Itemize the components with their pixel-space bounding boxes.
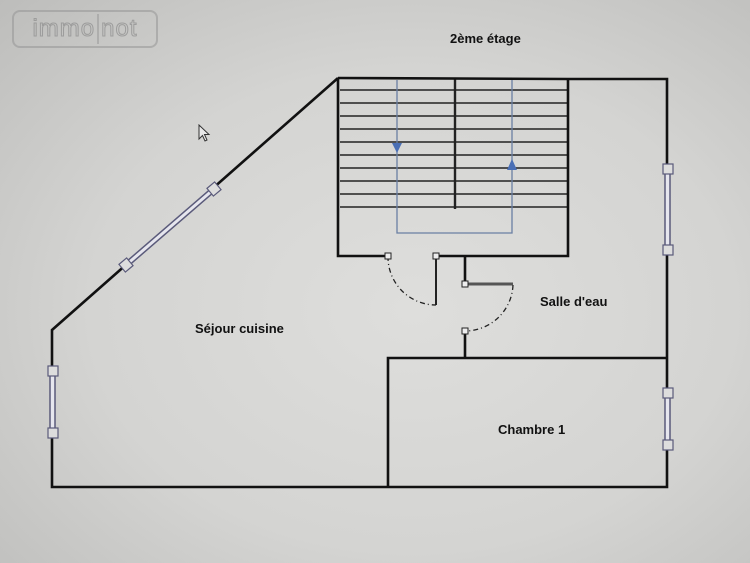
- door-hinge: [461, 327, 469, 335]
- windows: [47, 163, 674, 451]
- window-diagonal: [118, 181, 222, 273]
- window-right-lower: [662, 387, 674, 451]
- doors: [384, 252, 514, 335]
- stair-path: [396, 80, 513, 234]
- mouse-pointer-icon: [198, 124, 211, 142]
- door-hinge: [432, 252, 440, 260]
- arrow-down-icon: [392, 143, 402, 153]
- immonot-watermark-logo: immo not: [12, 10, 158, 48]
- floor-title: 2ème étage: [450, 31, 521, 46]
- door-swing-bath: [464, 284, 514, 332]
- watermark-text-2: not: [101, 15, 138, 43]
- door-swing-stair: [387, 255, 437, 306]
- window-left: [47, 365, 59, 439]
- window-right-upper: [662, 163, 674, 256]
- door-hinge: [384, 252, 392, 260]
- walls: [50, 76, 669, 489]
- room-label-chambre-1: Chambre 1: [498, 422, 566, 437]
- arrow-up-icon: [507, 159, 517, 170]
- staircase: [340, 78, 568, 234]
- door-hinge: [461, 280, 469, 288]
- watermark-text-1: immo: [32, 15, 96, 43]
- room-label-salle-d-eau: Salle d'eau: [540, 294, 608, 309]
- watermark-separator: [97, 14, 100, 44]
- room-label-sejour-cuisine: Séjour cuisine: [195, 321, 284, 336]
